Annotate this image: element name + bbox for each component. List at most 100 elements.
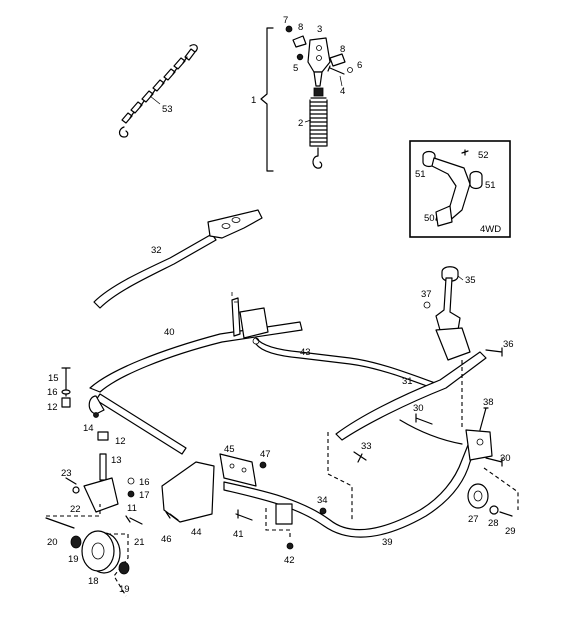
washer-part-6: [347, 67, 353, 73]
chain-part-53: [118, 44, 198, 138]
pin-part-38: [479, 407, 489, 431]
callout-46: 46: [161, 534, 172, 545]
nut-part-14: [93, 412, 99, 418]
callout-35: 35: [465, 275, 476, 286]
callout-16b: 16: [139, 477, 150, 488]
guide-line-left: [46, 504, 129, 597]
frame-rail-part-40: [89, 292, 303, 393]
nut-part-5: [296, 53, 304, 61]
callout-33: 33: [361, 441, 372, 452]
callout-8a: 8: [298, 22, 303, 33]
bushing-part-27: [467, 483, 489, 509]
callout-1: 1: [251, 95, 256, 106]
guide-line-bottom: [265, 508, 291, 540]
bolt-part-41: [235, 509, 253, 521]
callout-53: 53: [162, 104, 173, 115]
callout-43: 43: [300, 347, 311, 358]
callout-34: 34: [317, 495, 328, 506]
callout-42: 42: [284, 555, 295, 566]
nut-part-34: [319, 507, 327, 515]
callout-6: 6: [357, 60, 362, 71]
callout-41: 41: [233, 529, 244, 540]
callout-5: 5: [293, 63, 298, 74]
frame-rail-part-31: [335, 327, 487, 445]
pin-part-20: [45, 517, 75, 529]
callout-21: 21: [134, 537, 145, 548]
callout-38: 38: [483, 397, 494, 408]
bolt-part-33: [353, 451, 367, 463]
spindle-part-13: [99, 453, 107, 481]
bearing-part-19a: [70, 535, 82, 549]
callout-40: 40: [164, 327, 175, 338]
callout-22: 22: [70, 504, 81, 515]
rod-part-43: [252, 337, 439, 391]
guide-line-center: [327, 432, 353, 520]
callout-28: 28: [488, 518, 499, 529]
callout-19b: 19: [119, 584, 130, 595]
bolt-part-30b: [485, 457, 503, 467]
callout-12b: 12: [115, 436, 126, 447]
callout-15: 15: [48, 373, 59, 384]
callout-14: 14: [83, 423, 94, 434]
wheel-part-18: [81, 530, 121, 574]
callout-11: 11: [127, 503, 137, 514]
pin-part-29: [499, 511, 513, 517]
inset-4wd-label: 4WD: [480, 224, 501, 235]
callout-13: 13: [111, 455, 122, 466]
nut-part-17: [127, 490, 135, 498]
callout-18: 18: [88, 576, 99, 587]
callout-45: 45: [224, 444, 235, 455]
callout-37: 37: [421, 289, 432, 300]
plate-part-44: [161, 461, 215, 523]
arm-part-35: [435, 266, 461, 331]
callout-47: 47: [260, 449, 271, 460]
callout-51b: 51: [485, 180, 496, 191]
callout-44: 44: [191, 527, 202, 538]
rod-part-32: [93, 209, 263, 309]
inset-4wd: [409, 140, 511, 238]
bracket-part-3: [307, 37, 331, 87]
washer-part-16a: [61, 389, 71, 395]
washer-part-16b: [127, 477, 135, 485]
callout-12a: 12: [47, 402, 58, 413]
callout-29: 29: [505, 526, 516, 537]
callout-2: 2: [298, 118, 303, 129]
callout-30b: 30: [500, 453, 511, 464]
callout-4: 4: [340, 86, 345, 97]
bushing-part-12b: [97, 431, 109, 441]
washer-part-22: [72, 486, 80, 494]
bolt-part-30a: [415, 413, 433, 425]
callout-51a: 51: [415, 169, 426, 180]
callout-20: 20: [47, 537, 58, 548]
clip-part-8a: [292, 35, 307, 48]
bolt-part-4: [327, 65, 345, 75]
callout-50: 50: [424, 213, 435, 224]
plate-part-45: [219, 453, 257, 487]
callout-27: 27: [468, 514, 479, 525]
spindle-bracket-part-11: [83, 477, 119, 513]
nut-part-7: [285, 25, 293, 33]
callout-39: 39: [382, 537, 393, 548]
washer-part-28: [489, 505, 499, 515]
callout-30a: 30: [413, 403, 424, 414]
axle-shaft-left: [88, 393, 187, 455]
callout-8b: 8: [340, 44, 345, 55]
bushing-part-12a: [61, 397, 71, 408]
bolt-part-46: [165, 511, 179, 521]
callout-3: 3: [317, 24, 322, 35]
bearing-part-19b: [118, 561, 130, 575]
callout-36: 36: [503, 339, 514, 350]
callout-16a: 16: [47, 387, 58, 398]
clip-part-8b: [329, 53, 346, 67]
group-bracket: [260, 27, 274, 172]
nut-part-47: [259, 461, 267, 469]
callout-7: 7: [283, 15, 288, 26]
callout-32: 32: [151, 245, 162, 256]
guide-line-right-lower: [483, 467, 519, 510]
callout-23: 23: [61, 468, 72, 479]
bolt-part-21: [125, 515, 143, 525]
bolt-part-36: [485, 347, 503, 357]
bolt-part-23: [65, 477, 77, 485]
washer-part-37: [423, 301, 431, 309]
